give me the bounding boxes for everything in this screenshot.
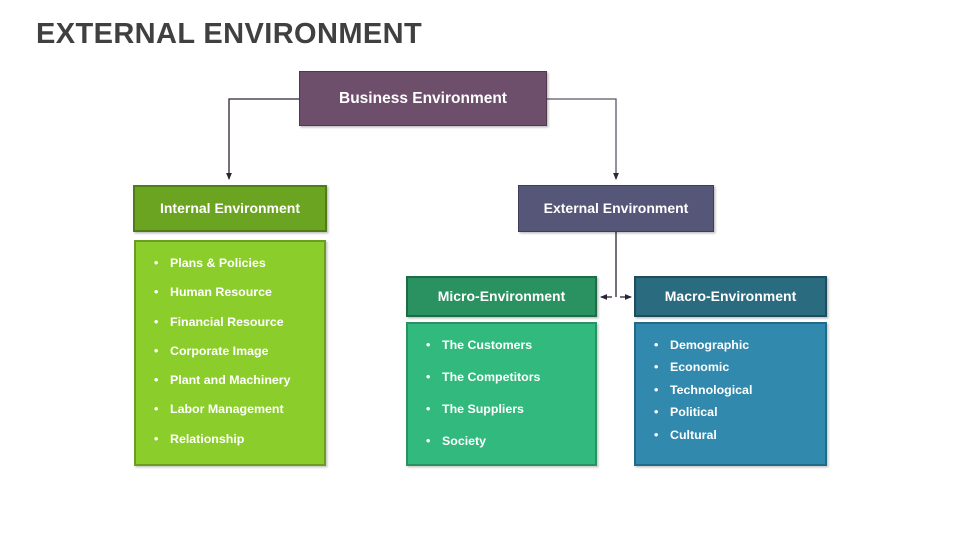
list-item: Financial Resource [154, 315, 314, 329]
list-item: The Customers [426, 338, 585, 352]
node-label: Business Environment [339, 89, 507, 107]
list-item: Demographic [654, 338, 815, 352]
list-item: Cultural [654, 428, 815, 442]
list-item: Plans & Policies [154, 256, 314, 270]
list-item: Economic [654, 360, 815, 374]
list-item: Plant and Machinery [154, 373, 314, 387]
page-title: EXTERNAL ENVIRONMENT [36, 18, 423, 50]
list-item: Relationship [154, 432, 314, 446]
list-item: Political [654, 405, 815, 419]
node-label: External Environment [543, 199, 689, 216]
connector-external-to-children [600, 232, 632, 300]
list-item: The Suppliers [426, 402, 585, 416]
connector-business-to-internal [226, 98, 299, 180]
list-item: Technological [654, 383, 815, 397]
node-internal-environment-header[interactable]: Internal Environment [133, 185, 327, 232]
list-item: Corporate Image [154, 344, 314, 358]
macro-environment-list: Demographic Economic Technological Polit… [654, 338, 815, 442]
node-macro-environment-body: Demographic Economic Technological Polit… [634, 322, 827, 466]
list-item: Human Resource [154, 285, 314, 299]
internal-environment-list: Plans & Policies Human Resource Financia… [154, 256, 314, 446]
node-business-environment[interactable]: Business Environment [299, 71, 547, 126]
list-item: Labor Management [154, 402, 314, 416]
list-item: Society [426, 434, 585, 448]
node-external-environment-header[interactable]: External Environment [518, 185, 714, 232]
node-micro-environment-header[interactable]: Micro-Environment [406, 276, 597, 317]
connector-business-to-external [547, 98, 619, 180]
micro-environment-list: The Customers The Competitors The Suppli… [426, 338, 585, 448]
node-label: Internal Environment [159, 199, 301, 216]
node-micro-environment-body: The Customers The Competitors The Suppli… [406, 322, 597, 466]
node-label: Macro-Environment [664, 287, 797, 304]
list-item: The Competitors [426, 370, 585, 384]
node-internal-environment-body: Plans & Policies Human Resource Financia… [134, 240, 326, 466]
node-label: Micro-Environment [437, 287, 566, 304]
node-macro-environment-header[interactable]: Macro-Environment [634, 276, 827, 317]
